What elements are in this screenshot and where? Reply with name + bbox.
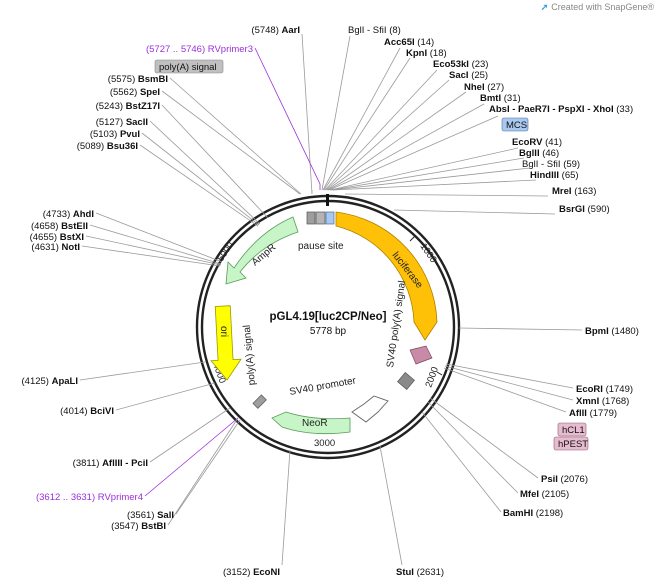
site-label: AbsI - PaeR7I - PspXI - XhoI (33) (489, 104, 633, 115)
site-label: NheI (27) (464, 82, 504, 93)
site-label: Acc65I (14) (384, 37, 434, 48)
site-label: SacI (25) (449, 70, 488, 81)
created-with-label: Created with SnapGene® (551, 2, 654, 12)
hcl1-hpest-feature (409, 345, 433, 365)
site-label: (3152) EcoNI (223, 567, 280, 578)
site-label: BamHI (2198) (503, 508, 563, 519)
badges: poly(A) signal MCS hCL1 hPEST (154, 59, 589, 451)
site-label: PsiI (2076) (541, 474, 588, 485)
snapgene-logo-icon: ➚ (540, 2, 549, 12)
site-label: EcoRI (1749) (576, 384, 633, 395)
sv40-promoter-label: SV40 promoter (289, 375, 358, 398)
site-label: EcoRV (41) (512, 137, 562, 148)
site-label: MfeI (2105) (520, 489, 569, 500)
polya-badge-box (154, 59, 224, 74)
site-label: (4631) NotI (31, 242, 80, 253)
site-label: BpmI (1480) (585, 326, 639, 337)
site-label: (5562) SpeI (110, 87, 160, 98)
site-label: (4125) ApaLI (22, 376, 79, 387)
site-label: BglII (46) (519, 148, 559, 159)
site-label: BsrGI (590) (559, 204, 610, 215)
site-label: (5748) AarI (251, 25, 300, 36)
ori-feature (210, 305, 242, 381)
luciferase-feature (335, 211, 438, 341)
tick-1000-mark (409, 235, 416, 242)
snapgene-brand: ➚Created with SnapGene® (541, 2, 654, 13)
hpest-badge-box (553, 436, 589, 451)
site-label: BglI - SfiI (8) (348, 25, 401, 36)
primer-rvprimer3-label: (5727 .. 5746) RVprimer3 (146, 44, 253, 55)
ampr-feature (225, 216, 299, 285)
neor-feature (271, 411, 351, 435)
site-labels-right: BglI - SfiI (8) Acc65I (14) KpnI (18) Ec… (348, 25, 639, 578)
site-label: MreI (163) (552, 186, 596, 197)
site-label: (3811) AflIII - PciI (73, 458, 148, 469)
plasmid-name: pGL4.19[luc2CP/Neo] (270, 311, 387, 323)
neor-label: NeoR (302, 418, 328, 429)
site-label: (5103) PvuI (90, 129, 140, 140)
site-label: Eco53kI (23) (433, 59, 488, 70)
hpest-badge: hPEST (558, 439, 588, 450)
site-label: StuI (2631) (396, 567, 444, 578)
sv40-promoter-feature (351, 395, 389, 423)
site-label: KpnI (18) (406, 48, 447, 59)
ori-label: ori (218, 326, 229, 337)
polya-top-feature (315, 211, 326, 225)
plasmid-size: 5778 bp (310, 326, 347, 337)
site-label: (5127) SacII (96, 117, 148, 128)
tick-3000-label: 3000 (314, 438, 335, 449)
site-label: (5575) BsmBI (108, 74, 168, 85)
pause-site-label: pause site (298, 241, 344, 252)
site-label: BglI - SfiI (59) (522, 159, 580, 170)
site-label: BmtI (31) (480, 93, 521, 104)
origin-marker (326, 194, 329, 206)
polya-label: poly(A) signal (242, 324, 258, 385)
polya-badge: poly(A) signal (159, 62, 217, 73)
primers: (5727 .. 5746) RVprimer3 (3612 .. 3631) … (36, 44, 253, 503)
site-label: (4655) BstXI (30, 232, 84, 243)
hcl1-badge: hCL1 (562, 425, 585, 436)
site-label: (4658) BstEII (31, 221, 88, 232)
site-labels-left: (5748) AarI (3152) EcoNI (3561) SalI (35… (22, 25, 301, 578)
polya-feature (252, 394, 267, 409)
features: luciferase SV40 poly(A) signal SV40 prom… (210, 211, 438, 435)
site-label: (3547) BstBI (111, 521, 166, 532)
mcs-badge-box (501, 117, 529, 132)
pause-site-feature (306, 211, 316, 225)
site-label: (3561) SalI (127, 510, 174, 521)
site-label: AflII (1779) (569, 408, 617, 419)
mcs-feature (325, 211, 335, 225)
site-label: XmnI (1768) (576, 396, 629, 407)
sv40-polya-feature (397, 372, 415, 390)
mcs-badge: MCS (506, 120, 527, 131)
site-label: (4014) BciVI (60, 406, 114, 417)
site-label: HindIII (65) (530, 170, 579, 181)
sv40-polya-label: SV40 poly(A) signal (385, 280, 408, 369)
site-label: (5089) Bsu36I (77, 141, 138, 152)
primer-rvprimer4-label: (3612 .. 3631) RVprimer4 (36, 492, 143, 503)
leader-lines (79, 33, 583, 566)
site-label: (5243) BstZ17I (96, 101, 160, 112)
tick-2000-mark (436, 371, 443, 376)
site-label: (4733) AhdI (43, 209, 94, 220)
hcl1-badge-box (557, 422, 587, 437)
